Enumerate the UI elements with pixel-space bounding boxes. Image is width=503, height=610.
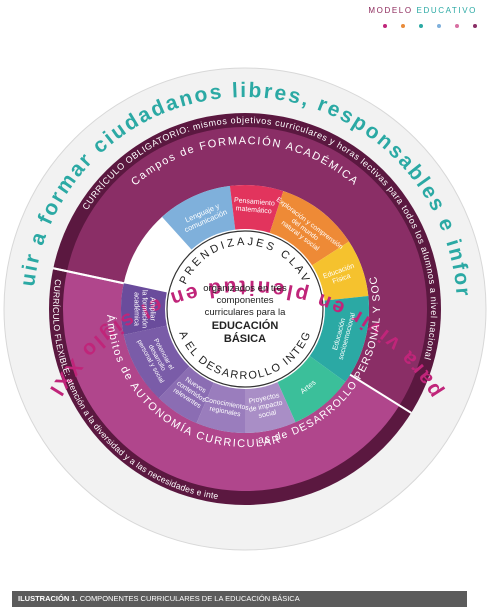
ring-separator xyxy=(349,373,412,414)
segment-proyectos xyxy=(245,382,296,433)
segment-potenciar xyxy=(123,325,190,399)
center-line-5: BÁSICA xyxy=(224,332,266,345)
header-dot xyxy=(401,24,405,28)
header-dot xyxy=(437,24,441,28)
formacion-ring xyxy=(66,126,427,406)
caption-label: ILUSTRACIÓN 1. xyxy=(18,594,78,603)
segment-fisica xyxy=(312,241,369,301)
center-text: organizados en tres componentes curricul… xyxy=(203,283,287,345)
segment-lenguaje xyxy=(162,185,236,250)
segment-pensamiento xyxy=(229,184,284,233)
center-line-2: componentes xyxy=(216,295,273,306)
header-dot xyxy=(455,24,459,28)
center-circle xyxy=(166,230,324,388)
ring-separator xyxy=(53,267,124,285)
segment-conocimientos xyxy=(196,382,245,433)
center-line-1: organizados en tres xyxy=(203,283,287,294)
header-dot xyxy=(383,24,387,28)
caption-text: COMPONENTES CURRICULARES DE LA EDUCACIÓN… xyxy=(79,594,300,603)
segment-nuevos xyxy=(158,366,214,424)
segment-ampliar xyxy=(120,283,167,335)
center-line-3: curriculares para la xyxy=(205,307,286,318)
header-dot xyxy=(473,24,477,28)
curriculum-diagram: Contribuir a formar ciudadanos libres, r… xyxy=(0,0,487,551)
autonomia-ring xyxy=(62,271,400,491)
page-header: MODELO EDUCATIVO xyxy=(368,6,477,15)
segment-artes xyxy=(277,356,346,423)
header-title-part1: MODELO xyxy=(368,6,413,15)
center-line-4: EDUCACIÓN xyxy=(212,319,279,332)
header-dot xyxy=(419,24,423,28)
segment-socioemocional xyxy=(309,296,369,382)
segment-label-ampliar: Ampliarla formaciónacadémica xyxy=(133,290,156,328)
header-title-part2: EDUCATIVO xyxy=(416,6,477,15)
segment-exploracion xyxy=(269,191,349,266)
header-dots xyxy=(383,24,477,28)
figure-caption: ILUSTRACIÓN 1. COMPONENTES CURRICULARES … xyxy=(12,591,467,607)
segment-label-pensamiento: Pensamientomatemático xyxy=(233,197,275,216)
